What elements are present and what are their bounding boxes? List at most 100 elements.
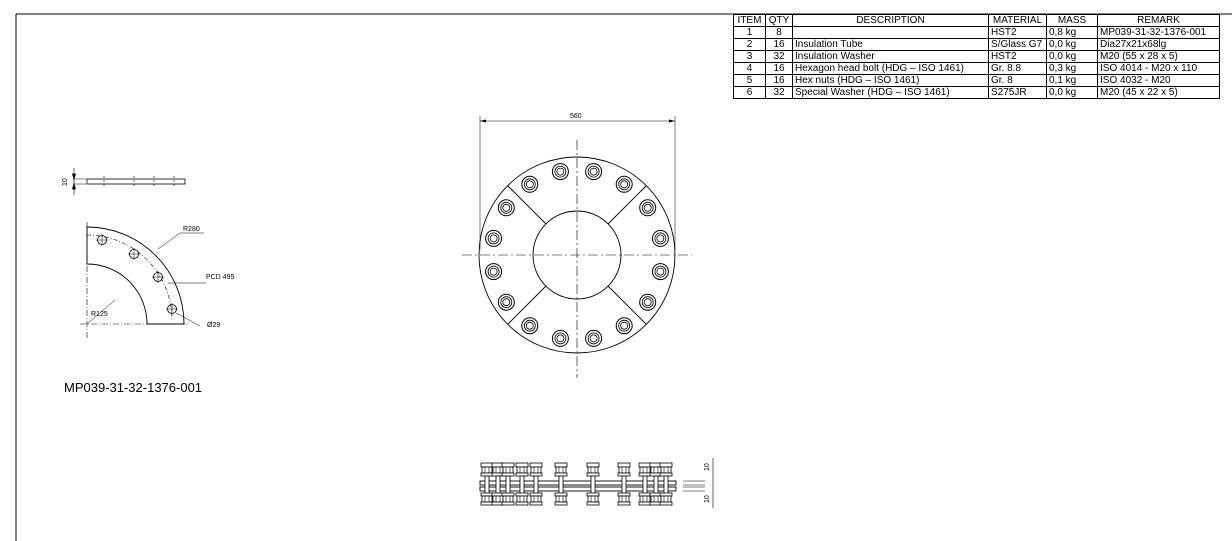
bom-cell-description: Insulation Washer (792, 50, 989, 63)
bolt-hole (525, 321, 534, 330)
bolt-hole (620, 321, 629, 330)
side-bolt (554, 462, 568, 506)
bom-cell-material: S/Glass G7 (988, 38, 1047, 51)
bom-cell-item: 2 (733, 38, 766, 51)
bolt-hole (651, 263, 669, 281)
bom-cell-qty: 16 (765, 74, 793, 87)
bolt-hole (643, 203, 652, 212)
bom-header-item: ITEM (733, 14, 766, 27)
bolt-hole (654, 232, 667, 245)
bill-of-materials-table: ITEM QTY DESCRIPTION MATERIAL MASS REMAR… (733, 14, 1220, 99)
bolt-hole (500, 201, 513, 214)
bom-row: 1 8 HST2 0,8 kg MP039-31-32-1376-001 (733, 26, 1220, 39)
bolt-hole (523, 178, 536, 191)
bolt-hole (497, 199, 515, 217)
side-bolt (529, 462, 543, 506)
bolt-hole (502, 298, 511, 307)
bom-cell-mass: 0,1 kg (1046, 74, 1098, 87)
bolt-hole (525, 180, 534, 189)
bolt-hole (639, 199, 657, 217)
bom-cell-remark: MP039-31-32-1376-001 (1097, 26, 1220, 39)
bolt-hole (618, 319, 631, 332)
bolt-hole (554, 165, 567, 178)
side-bolt (638, 462, 652, 506)
side-bolt (515, 462, 529, 506)
bolt-hole (487, 232, 500, 245)
bolt-hole (521, 175, 539, 193)
bom-cell-remark: ISO 4032 - M20 (1097, 74, 1220, 87)
bom-cell-remark: M20 (55 x 28 x 5) (1097, 50, 1220, 63)
segment-view (80, 222, 206, 340)
diameter-label: 560 (570, 113, 582, 120)
bom-cell-item: 5 (733, 74, 766, 87)
bom-header-remark: REMARK (1097, 14, 1220, 27)
bom-cell-mass: 0,8 kg (1046, 26, 1098, 39)
bolt-hole (554, 332, 567, 345)
bolt-hole (551, 329, 569, 347)
bom-header-mass: MASS (1046, 14, 1098, 27)
bom-row: 2 16 Insulation Tube S/Glass G7 0,0 kg D… (733, 38, 1220, 51)
side-bolt (586, 462, 600, 506)
bom-cell-item: 4 (733, 62, 766, 75)
side-thickness-bottom-label: 10 (704, 495, 711, 503)
bolt-hole (523, 319, 536, 332)
bom-header-row: ITEM QTY DESCRIPTION MATERIAL MASS REMAR… (733, 14, 1220, 27)
bolt-hole (589, 334, 598, 343)
bom-cell-material: HST2 (988, 50, 1047, 63)
bom-cell-qty: 8 (765, 26, 793, 39)
bolt-hole (485, 229, 503, 247)
inner-radius-label: R125 (91, 311, 108, 318)
bom-cell-qty: 16 (765, 38, 793, 51)
bom-row: 6 32 Special Washer (HDG – ISO 1461) S27… (733, 86, 1220, 99)
bom-cell-item: 6 (733, 86, 766, 99)
side-view (479, 458, 714, 508)
side-bolt (501, 462, 515, 506)
bolt-hole (587, 165, 600, 178)
bolt-hole (656, 234, 665, 243)
bolt-hole (641, 201, 654, 214)
bom-row: 3 32 Insulation Washer HST2 0,0 kg M20 (… (733, 50, 1220, 63)
bom-row: 4 16 Hexagon head bolt (HDG – ISO 1461) … (733, 62, 1220, 75)
bom-cell-item: 3 (733, 50, 766, 63)
bolt-hole (489, 267, 498, 276)
bom-cell-material: Gr. 8.8 (988, 62, 1047, 75)
bom-cell-material: Gr. 8 (988, 74, 1047, 87)
pcd-label: PCD 495 (206, 274, 235, 281)
bolt-hole (497, 293, 515, 311)
plate-edge-view (71, 168, 186, 195)
bom-cell-qty: 16 (765, 62, 793, 75)
bolt-hole (615, 317, 633, 335)
bolt-hole (521, 317, 539, 335)
bolt-hole-group (485, 163, 669, 347)
side-bolt (649, 462, 663, 506)
bom-cell-mass: 0,0 kg (1046, 50, 1098, 63)
side-thickness-top-label: 10 (704, 463, 711, 471)
bom-cell-qty: 32 (765, 86, 793, 99)
bolt-hole (589, 167, 598, 176)
bom-cell-description: Hexagon head bolt (HDG – ISO 1461) (792, 62, 989, 75)
bolt-hole (651, 229, 669, 247)
bom-cell-description (792, 26, 989, 39)
edge-thickness-label: 10 (62, 178, 69, 186)
bolt-hole (551, 163, 569, 181)
bolt-hole (502, 203, 511, 212)
bom-cell-mass: 0,0 kg (1046, 86, 1098, 99)
bolt-hole (654, 265, 667, 278)
bom-cell-remark: Dia27x21x68lg (1097, 38, 1220, 51)
side-bolt-group (480, 462, 673, 506)
bolt-hole (585, 163, 603, 181)
bolt-hole (643, 298, 652, 307)
bolt-hole (587, 332, 600, 345)
bolt-hole (618, 178, 631, 191)
dim-arrow-left (480, 119, 486, 123)
bolt-hole (615, 175, 633, 193)
bom-cell-description: Insulation Tube (792, 38, 989, 51)
bolt-hole (487, 265, 500, 278)
bom-cell-qty: 32 (765, 50, 793, 63)
bom-header-qty: QTY (765, 14, 793, 27)
bom-cell-material: S275JR (988, 86, 1047, 99)
bolt-hole (620, 180, 629, 189)
bom-header-description: DESCRIPTION (792, 14, 989, 27)
bom-cell-mass: 0,3 kg (1046, 62, 1098, 75)
